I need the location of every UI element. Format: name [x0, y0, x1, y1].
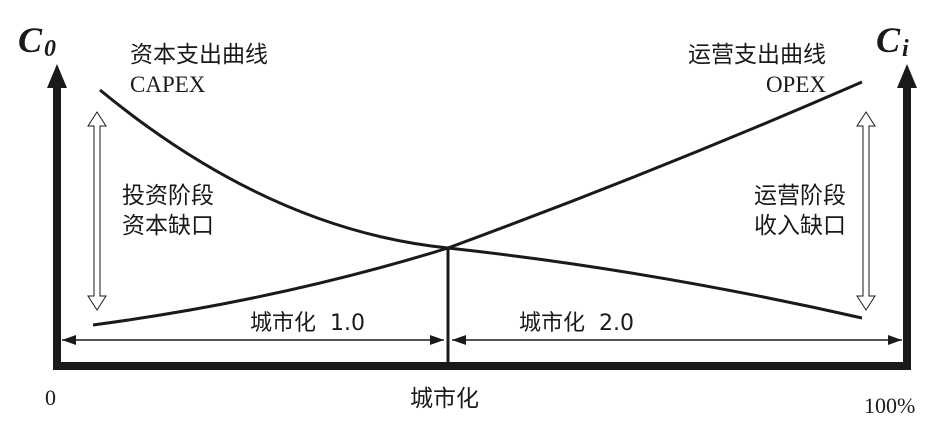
- investment-gap-arrow: [87, 111, 107, 311]
- right-axis-subscript: i: [902, 36, 909, 62]
- capex-label-cn: 资本支出曲线: [130, 42, 268, 68]
- opex-curve: [92, 80, 863, 327]
- revenue-gap-arrow: [856, 111, 876, 311]
- phase2-arrow-left-head: [452, 335, 466, 345]
- investment-gap-line2: 资本缺口: [122, 213, 214, 239]
- phase1-arrow-right-head: [430, 335, 444, 345]
- opex-label-cn: 运营支出曲线: [688, 42, 826, 68]
- x-axis-start-label: 0: [45, 385, 56, 410]
- capex-label-en: CAPEX: [130, 72, 206, 97]
- x-axis-label: 城市化: [410, 386, 479, 412]
- phase1-label: 城市化 1.0: [250, 311, 365, 336]
- phase2-label: 城市化 2.0: [519, 311, 634, 336]
- left-y-axis-arrowhead: [47, 64, 67, 88]
- phase1-arrow-left-head: [62, 335, 76, 345]
- capex-curve: [99, 88, 863, 320]
- left-axis-title: C0: [18, 20, 56, 62]
- investment-gap-line1: 投资阶段: [122, 183, 214, 209]
- phase2-arrow-right-head: [888, 335, 902, 345]
- revenue-gap-line1: 运营阶段: [754, 183, 846, 209]
- right-axis-title: Ci: [876, 20, 909, 62]
- opex-label-en: OPEX: [766, 72, 826, 97]
- right-y-axis-arrowhead: [897, 64, 917, 88]
- revenue-gap-line2: 收入缺口: [754, 213, 846, 239]
- left-axis-subscript: 0: [44, 36, 56, 62]
- x-axis-end-label: 100%: [864, 393, 915, 418]
